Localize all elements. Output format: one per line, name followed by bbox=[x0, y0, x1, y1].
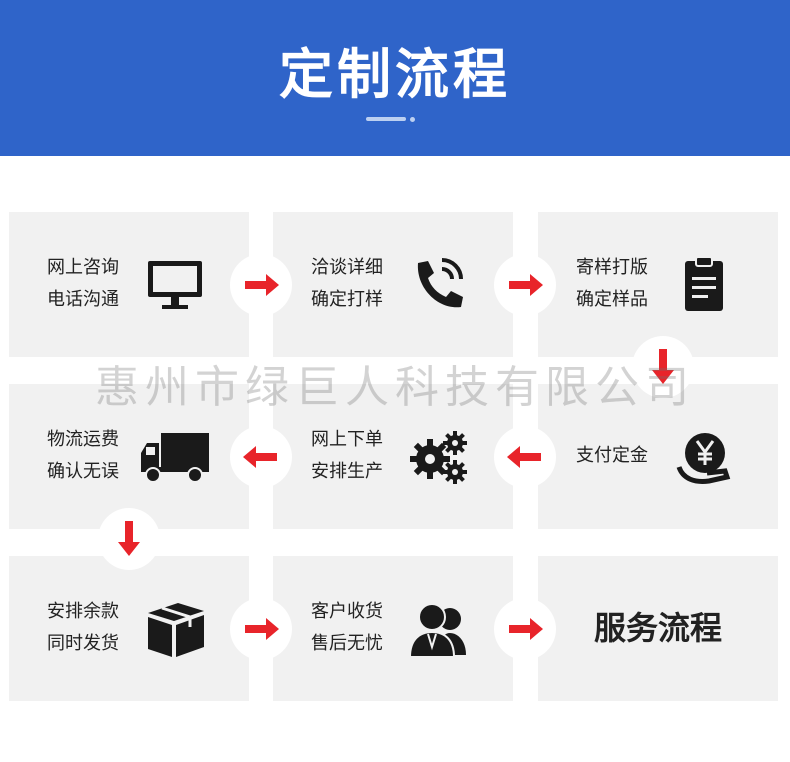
arrow-down-icon bbox=[98, 508, 160, 570]
step-line-2: 售后无忧 bbox=[311, 633, 383, 654]
step-line-2: 同时发货 bbox=[47, 633, 119, 654]
step-card-consult: 网上咨询 电话沟通 bbox=[9, 212, 249, 357]
truck-icon bbox=[139, 427, 211, 487]
yuan-coin-hand-icon bbox=[673, 427, 735, 487]
step-line-2: 确认无误 bbox=[47, 461, 119, 482]
header-banner: 定制流程 bbox=[0, 0, 790, 156]
page-title: 定制流程 bbox=[279, 43, 511, 106]
gears-icon bbox=[408, 427, 470, 487]
step-line-1: 安排余款 bbox=[47, 601, 119, 622]
step-card-logistics: 物流运费 确认无误 bbox=[9, 384, 249, 529]
step-line-2: 确定打样 bbox=[311, 289, 383, 310]
title-underline bbox=[366, 117, 406, 121]
step-line-1: 寄样打版 bbox=[576, 257, 648, 278]
step-text: 支付定金 bbox=[576, 440, 648, 472]
step-line-1: 客户收货 bbox=[311, 601, 383, 622]
step-line-1: 网上咨询 bbox=[47, 257, 119, 278]
arrow-right-icon bbox=[494, 254, 556, 316]
phone-icon bbox=[408, 255, 470, 315]
step-text: 寄样打版 确定样品 bbox=[576, 252, 648, 316]
step-line-1: 洽谈详细 bbox=[311, 257, 383, 278]
arrow-right-icon bbox=[494, 598, 556, 660]
step-card-negotiate: 洽谈详细 确定打样 bbox=[273, 212, 513, 357]
step-text: 洽谈详细 确定打样 bbox=[311, 252, 383, 316]
title-underline-dot bbox=[410, 117, 415, 122]
step-card-sample: 寄样打版 确定样品 bbox=[538, 212, 778, 357]
step-line-2: 确定样品 bbox=[576, 289, 648, 310]
step-card-ship: 安排余款 同时发货 bbox=[9, 556, 249, 701]
step-text: 物流运费 确认无误 bbox=[47, 424, 119, 488]
step-text: 客户收货 售后无忧 bbox=[311, 596, 383, 660]
clipboard-icon bbox=[673, 255, 735, 315]
arrow-left-icon bbox=[230, 426, 292, 488]
users-icon bbox=[408, 599, 470, 659]
step-line-2: 电话沟通 bbox=[47, 289, 119, 310]
step-card-receive: 客户收货 售后无忧 bbox=[273, 556, 513, 701]
step-text: 网上下单 安排生产 bbox=[311, 424, 383, 488]
step-line-2: 安排生产 bbox=[311, 461, 383, 482]
company-watermark: 惠州市绿巨人科技有限公司 bbox=[95, 362, 695, 413]
arrow-right-icon bbox=[230, 254, 292, 316]
step-line-1: 网上下单 bbox=[311, 429, 383, 450]
monitor-icon bbox=[144, 255, 206, 315]
arrow-down-icon bbox=[632, 336, 694, 398]
service-flow-label: 服务流程 bbox=[593, 609, 722, 647]
step-text: 网上咨询 电话沟通 bbox=[47, 252, 119, 316]
step-card-order: 网上下单 安排生产 bbox=[273, 384, 513, 529]
step-text: 安排余款 同时发货 bbox=[47, 596, 119, 660]
step-card-deposit: 支付定金 bbox=[538, 384, 778, 529]
box-icon bbox=[144, 599, 206, 659]
step-line-1: 支付定金 bbox=[576, 445, 648, 466]
step-line-1: 物流运费 bbox=[47, 429, 119, 450]
arrow-right-icon bbox=[230, 598, 292, 660]
arrow-left-icon bbox=[494, 426, 556, 488]
step-card-service: 服务流程 bbox=[538, 556, 778, 701]
